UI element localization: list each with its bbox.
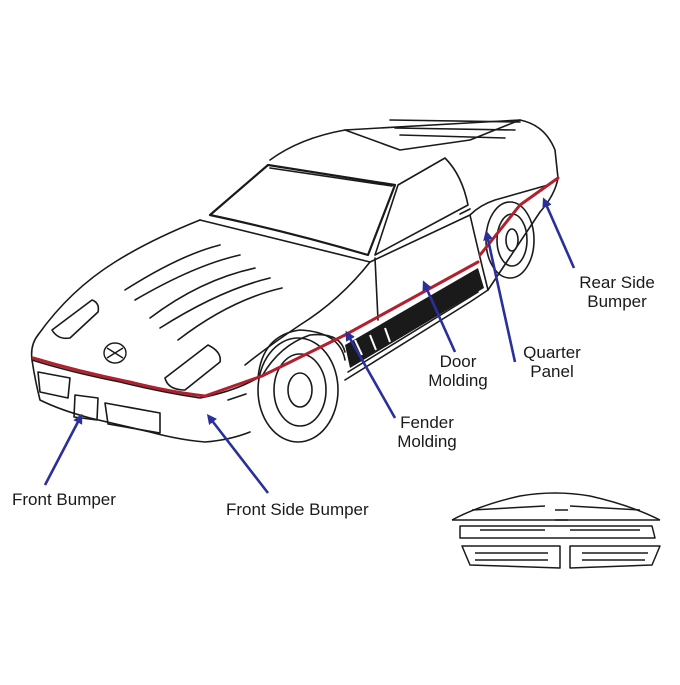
label-door-molding-line1: Door <box>439 352 477 371</box>
label-door-molding: Door Molding <box>418 352 498 390</box>
label-rear-side-bumper-line1: Rear Side <box>579 273 655 292</box>
label-door-molding-line2: Molding <box>428 371 488 390</box>
label-quarter-panel-line1: Quarter <box>523 343 581 362</box>
arrow-front-bumper <box>43 413 83 486</box>
label-fender-molding-line1: Fender <box>400 413 454 432</box>
label-front-bumper: Front Bumper <box>12 490 116 509</box>
car-outline-icon <box>30 119 559 443</box>
grille-insert-icon <box>451 492 661 569</box>
label-fender-molding: Fender Molding <box>382 413 472 451</box>
label-front-side-bumper: Front Side Bumper <box>226 500 369 519</box>
label-fender-molding-line2: Molding <box>397 432 457 451</box>
red-trim-lines <box>31 176 560 398</box>
side-molding-strip <box>345 268 484 368</box>
label-rear-side-bumper-line2: Bumper <box>587 292 647 311</box>
label-rear-side-bumper: Rear Side Bumper <box>568 273 666 311</box>
arrow-rear-side-bumper <box>542 197 576 269</box>
label-quarter-panel-line2: Panel <box>530 362 574 381</box>
label-front-bumper-text: Front Bumper <box>12 490 116 509</box>
arrow-door-molding <box>422 280 457 353</box>
arrow-quarter-panel <box>483 230 517 363</box>
callout-arrows <box>43 197 576 494</box>
label-front-side-bumper-text: Front Side Bumper <box>226 500 369 519</box>
arrow-front-side-bumper <box>206 414 270 494</box>
arrow-fender-molding <box>345 330 397 419</box>
label-quarter-panel: Quarter Panel <box>510 343 594 381</box>
crossed-flags-emblem-icon <box>103 342 127 364</box>
